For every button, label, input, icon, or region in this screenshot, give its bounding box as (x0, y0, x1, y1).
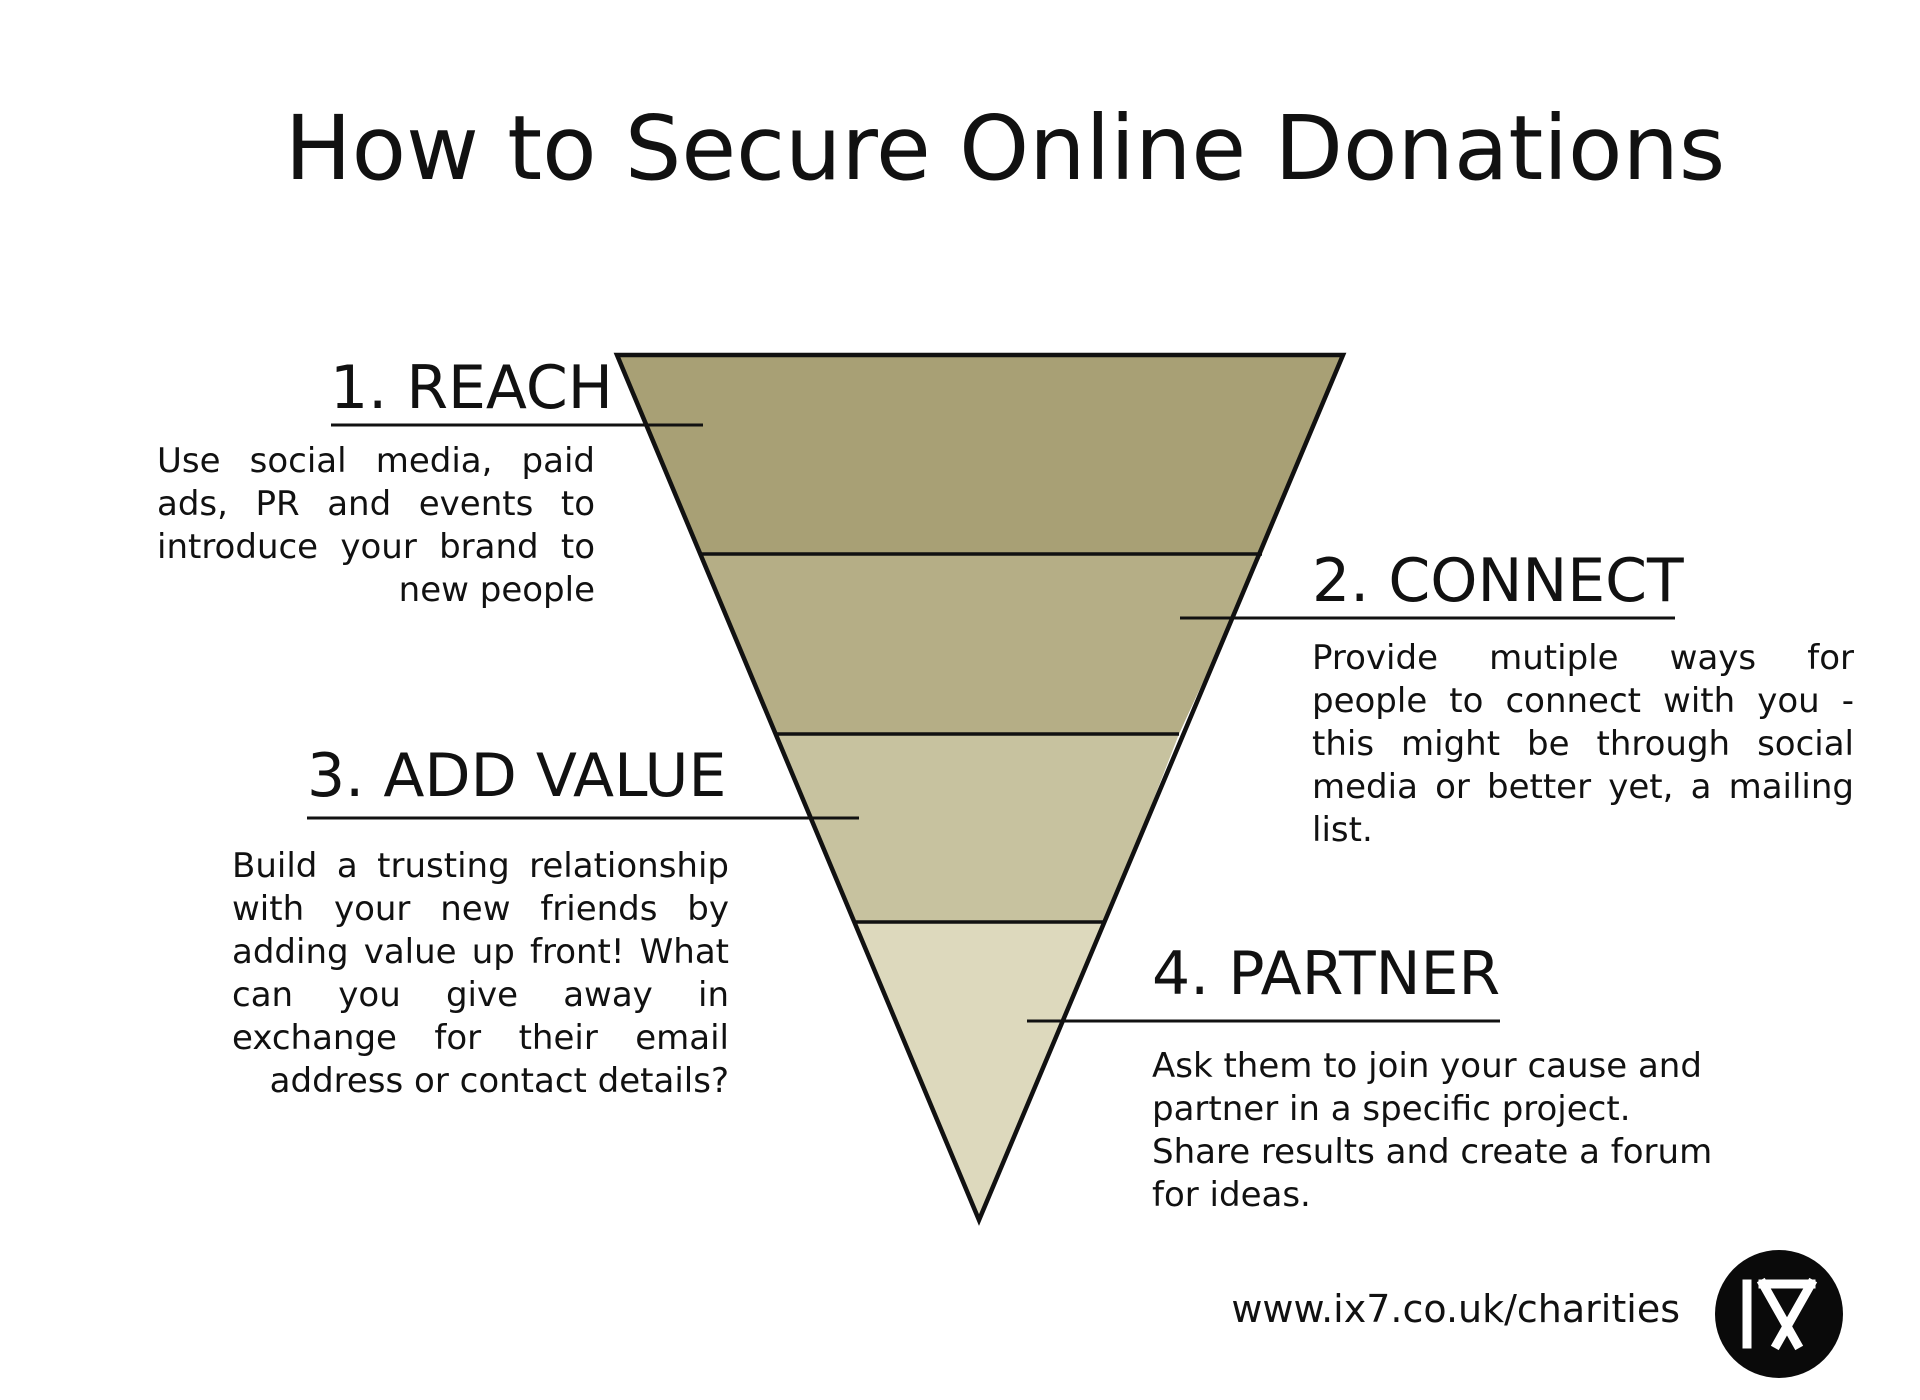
logo-stroke (1756, 1277, 1804, 1351)
funnel-band-add-value (777, 734, 1179, 922)
connect-title: 2. CONNECT (1312, 546, 1684, 616)
partner-title: 4. PARTNER (1152, 939, 1501, 1009)
connect-description: Provide mutiple ways for people to conne… (1312, 638, 1854, 850)
add-value-description: Build a trusting relationship with your … (232, 846, 729, 1101)
ix7-logo (1715, 1250, 1843, 1378)
partner-description: Ask them to join your cause and partner … (1152, 1046, 1713, 1215)
add-value-title: 3. ADD VALUE (307, 741, 727, 811)
funnel-band-connect (700, 554, 1262, 734)
funnel-band-reach (617, 355, 1343, 554)
logo-stroke (1770, 1277, 1818, 1351)
funnel-band-partner (856, 922, 1106, 1220)
reach-description: Use social media, paid ads, PR and event… (157, 441, 595, 610)
website-link[interactable]: www.ix7.co.uk/charities (1231, 1287, 1680, 1331)
page-title: How to Secure Online Donations (284, 96, 1726, 200)
funnel-outline (613, 352, 1347, 1226)
reach-title: 1. REACH (330, 353, 613, 423)
ix7-logo-icon (1742, 1277, 1818, 1351)
